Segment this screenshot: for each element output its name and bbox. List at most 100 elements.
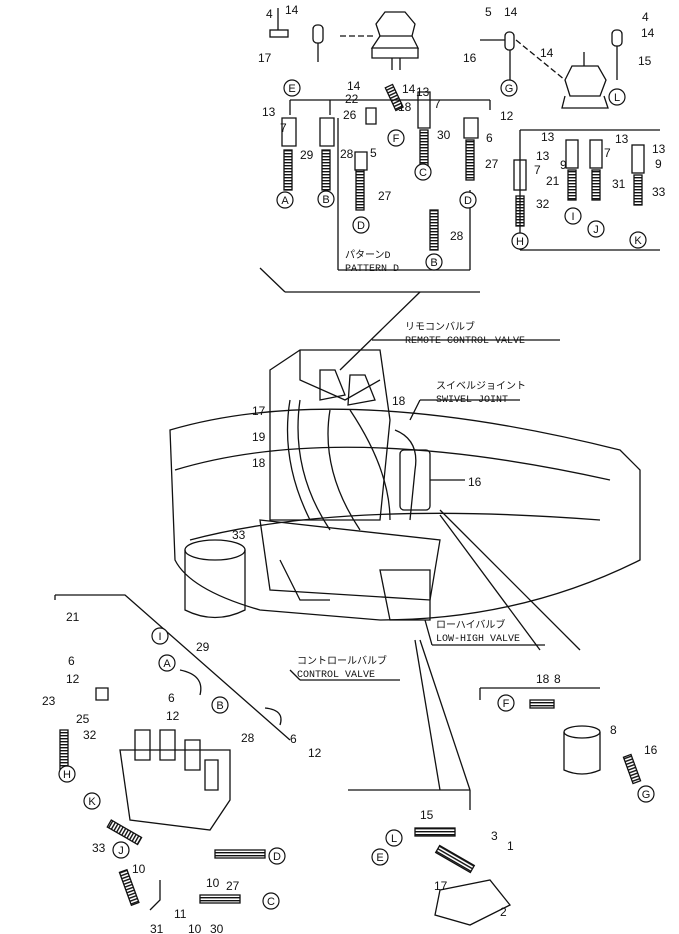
callout-bl-6a: 6 bbox=[68, 654, 75, 668]
callout-br-8b: 8 bbox=[610, 723, 617, 737]
callout-tr-9a: 9 bbox=[560, 158, 567, 172]
callout-bl-32: 32 bbox=[83, 728, 97, 742]
connector-bl-I: I bbox=[151, 627, 169, 645]
connector-bl-K: K bbox=[83, 792, 101, 810]
callout-tr-13d: 13 bbox=[536, 149, 550, 163]
callout-tr-7b: 7 bbox=[534, 163, 541, 177]
connector-tr-K: K bbox=[629, 231, 647, 249]
callout-tr-5: 5 bbox=[485, 5, 492, 19]
callout-tr-9b: 9 bbox=[655, 157, 662, 171]
callout-tr-14b: 14 bbox=[540, 46, 554, 60]
callout-br-18: 18 bbox=[536, 672, 550, 686]
callout-bl-28: 28 bbox=[241, 731, 255, 745]
caption-pattern-d-ja: パターンD bbox=[345, 249, 391, 262]
connector-circle bbox=[500, 79, 518, 97]
callout-tr-32: 32 bbox=[536, 197, 550, 211]
connector-letter: K bbox=[88, 796, 96, 808]
connector-tr-I: I bbox=[564, 207, 582, 225]
connector-letter: C bbox=[267, 896, 275, 908]
callout-br-8a: 8 bbox=[554, 672, 561, 686]
callout-bc-15: 15 bbox=[420, 808, 434, 822]
connector-tl-B1: B bbox=[317, 190, 335, 208]
callout-tr-7a: 7 bbox=[604, 146, 611, 160]
callout-bl-6b: 6 bbox=[168, 691, 175, 705]
connector-bl-C: C bbox=[262, 892, 280, 910]
callout-bl-12a: 12 bbox=[66, 672, 80, 686]
connector-tr-L: L bbox=[608, 88, 626, 106]
connector-circle bbox=[158, 654, 176, 672]
connector-circle bbox=[564, 207, 582, 225]
callout-md-19: 19 bbox=[252, 430, 266, 444]
callout-bl-11: 11 bbox=[174, 907, 187, 921]
connector-letter: C bbox=[419, 167, 427, 179]
connector-circle bbox=[276, 191, 294, 209]
callout-tl-27b: 27 bbox=[485, 157, 499, 171]
connector-letter: F bbox=[393, 133, 400, 145]
callout-tl-13a: 13 bbox=[416, 85, 430, 99]
connector-letter: E bbox=[376, 852, 383, 864]
callout-tr-15: 15 bbox=[638, 54, 652, 68]
connector-br-G: G bbox=[637, 785, 655, 803]
callout-bl-6c: 6 bbox=[290, 732, 297, 746]
connector-circle bbox=[151, 627, 169, 645]
connector-circle bbox=[497, 694, 515, 712]
callout-bl-12c: 12 bbox=[308, 746, 322, 760]
connector-bl-D: D bbox=[268, 847, 286, 865]
callout-tl-4: 4 bbox=[266, 7, 273, 21]
callout-md-16: 16 bbox=[468, 475, 482, 489]
caption-lowhigh-ja: ローハイバルブ bbox=[436, 618, 505, 632]
connector-letter: D bbox=[464, 195, 472, 207]
callout-tl-12: 12 bbox=[500, 109, 514, 123]
connector-letter: I bbox=[158, 631, 161, 643]
connector-letter: D bbox=[273, 851, 281, 863]
connector-circle bbox=[83, 792, 101, 810]
connector-circle bbox=[262, 892, 280, 910]
machine-overview bbox=[169, 267, 641, 791]
callout-bl-12b: 12 bbox=[166, 709, 180, 723]
caption-swivel-ja: スイベルジョイント bbox=[436, 380, 526, 393]
connector-letter: E bbox=[288, 83, 295, 95]
connector-tl-A: A bbox=[276, 191, 294, 209]
callout-tl-7a: 7 bbox=[434, 97, 441, 111]
caption-swivel-en: SWIVEL JOINT bbox=[436, 395, 508, 406]
callout-bc-1: 1 bbox=[507, 839, 514, 853]
callout-bc-17: 17 bbox=[434, 879, 448, 893]
callout-bl-33: 33 bbox=[92, 841, 106, 855]
connector-letter: L bbox=[391, 833, 397, 845]
connector-tr-H: H bbox=[511, 232, 529, 250]
connector-letter: B bbox=[322, 194, 329, 206]
callout-bl-30: 30 bbox=[210, 922, 224, 934]
caption-remote-valve-en: REMOTE CONTROL VALVE bbox=[405, 336, 525, 347]
connector-circle bbox=[211, 696, 229, 714]
connector-letter: F bbox=[503, 698, 510, 710]
connector-circle bbox=[629, 231, 647, 249]
connector-letter: B bbox=[216, 700, 223, 712]
callout-bl-23: 23 bbox=[42, 694, 56, 708]
callout-tr-4: 4 bbox=[642, 10, 649, 24]
connector-tl-G: G bbox=[500, 79, 518, 97]
connector-bl-H: H bbox=[58, 765, 76, 783]
callout-bl-27: 27 bbox=[226, 879, 240, 893]
connector-letter: A bbox=[163, 658, 171, 670]
callout-bl-10b: 10 bbox=[206, 876, 220, 890]
callout-tl-28b: 28 bbox=[450, 229, 464, 243]
connector-letter: D bbox=[357, 220, 365, 232]
callout-tr-33: 33 bbox=[652, 185, 666, 199]
callout-tr-13a: 13 bbox=[541, 130, 555, 144]
connector-letter: L bbox=[614, 92, 620, 104]
connector-letter: B bbox=[430, 257, 437, 269]
callout-bl-10a: 10 bbox=[132, 862, 146, 876]
connector-letter: H bbox=[63, 769, 71, 781]
connector-bc-L: L bbox=[385, 829, 403, 847]
callout-tl-26: 26 bbox=[343, 108, 357, 122]
lowhigh-valve-detail bbox=[348, 789, 512, 926]
callout-tl-5: 5 bbox=[370, 146, 377, 160]
connector-br-F: F bbox=[497, 694, 515, 712]
callout-bl-29: 29 bbox=[196, 640, 210, 654]
connector-letter: K bbox=[634, 235, 642, 247]
callout-bl-31: 31 bbox=[150, 922, 164, 934]
callout-tl-6: 6 bbox=[486, 131, 493, 145]
callout-tl-14c: 14 bbox=[402, 82, 416, 96]
